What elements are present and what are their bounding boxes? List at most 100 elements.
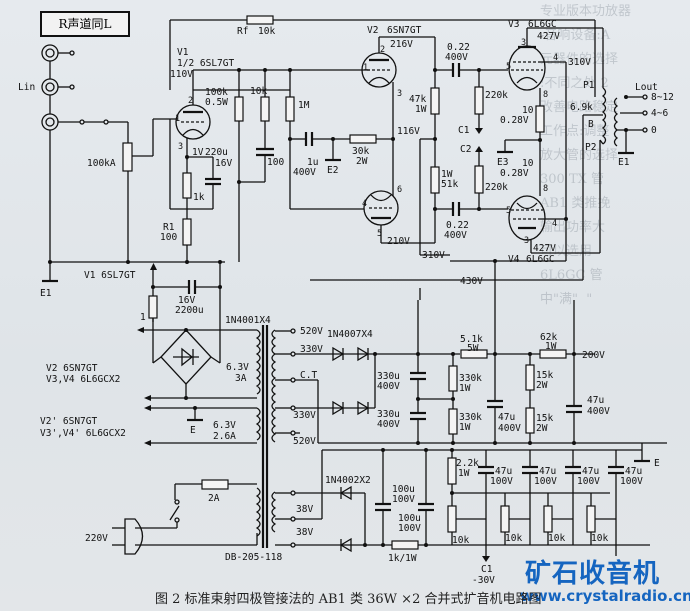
v2-cathode-voltage: 116V	[397, 126, 420, 137]
b-plus-310: 310V	[422, 250, 445, 261]
v3-pin-3: 3	[521, 38, 526, 48]
v3-pin-4: 4	[553, 53, 558, 63]
hv-cap1-voltage: 400V	[377, 381, 400, 392]
heater2-tubes-1: V2' 6SN7GT	[40, 416, 97, 427]
bias-pot-4[interactable]	[586, 505, 596, 533]
bias-pot-3-label: 10k	[548, 533, 565, 544]
v3-name: V3	[508, 19, 519, 30]
resistor-10k	[260, 96, 270, 122]
bias-pot-2[interactable]	[500, 505, 510, 533]
resistor-62k	[539, 349, 567, 359]
resistor-1k-1w	[391, 540, 419, 550]
b-label: B	[588, 119, 594, 130]
v4-plate-voltage: 427V	[533, 243, 556, 254]
tap-4-6: 4~6	[651, 108, 668, 119]
v2-type: 6SN7GT	[387, 25, 422, 36]
out-200v: 200V	[582, 350, 605, 361]
r-2k2-value: 2.2k	[456, 458, 479, 469]
tap-520v-1: 520V	[300, 326, 323, 337]
bias-tap-38v-2: 38V	[296, 527, 313, 538]
bias-cap1-value: 100u	[392, 484, 415, 495]
resistor-220k-top	[474, 86, 484, 115]
resistor-1-ohm	[148, 295, 158, 319]
bias-rectifier-label: 1N4002X2	[325, 475, 371, 486]
p1-label: P1	[583, 80, 595, 91]
ground-e2: E2	[327, 165, 338, 176]
r-30k-watt: 2W	[356, 156, 368, 167]
resistor-10-top	[535, 105, 545, 133]
heater2-tubes-2: V3',V4' 6L6GCX2	[40, 428, 126, 439]
watermark-url: www.crystalradio.cn	[520, 587, 690, 605]
r-330k-1-watt: 1W	[459, 383, 471, 394]
tube-v2-bottom	[290, 139, 435, 244]
bias-pot-2-label: 10k	[505, 533, 522, 544]
mains-plug	[112, 518, 144, 555]
ground-e: E	[654, 458, 660, 469]
figure-caption: 图 2 标准束射四极管接法的 AB1 类 36W ×2 合并式扩音机电路图	[155, 592, 542, 607]
resistor-2k2	[447, 457, 457, 485]
v1-name: V1	[177, 47, 189, 58]
tube-v2-top	[361, 36, 435, 139]
resistor-100k	[234, 96, 244, 122]
c2-label: C2	[460, 144, 471, 155]
volume-pot[interactable]	[122, 142, 133, 172]
c-100-label: 100	[267, 157, 284, 168]
heater-tube-v1: V1 6SL7GT	[84, 270, 136, 281]
resistor-15k-2	[525, 407, 535, 434]
r-15k-1-watt: 2W	[536, 380, 548, 391]
bridge-label: 1N4001X4	[225, 315, 271, 326]
bias-47u-2-voltage: 100V	[534, 476, 557, 487]
v3-pin-8: 8	[543, 90, 548, 100]
v1-pin-2: 2	[188, 96, 193, 106]
v3-plate-voltage: 427V	[537, 31, 560, 42]
c-220u-voltage: 16V	[215, 158, 232, 169]
rf-value: 10k	[258, 26, 275, 37]
hv-cap2-value: 330u	[377, 409, 400, 420]
bias-pot-1[interactable]	[447, 505, 457, 533]
v4-type: 6L6GC	[526, 254, 555, 265]
c-47u-2-value: 47u	[587, 395, 604, 406]
v1-pin-3: 3	[178, 142, 183, 152]
bias-47u-3-value: 47u	[582, 466, 599, 477]
power-transformer	[255, 325, 277, 548]
r-10-top-value: 10	[522, 105, 534, 116]
c-022-bot-value: 0.22	[446, 220, 469, 231]
v3-type: 6L6GC	[528, 19, 557, 30]
heater-ground-e: E	[190, 425, 196, 436]
r-330k-2-value: 330k	[459, 412, 482, 423]
c-022-top-voltage: 400V	[445, 52, 468, 63]
c-022-bot-voltage: 400V	[444, 230, 467, 241]
heater-cap-value: 2200u	[175, 305, 204, 316]
output-label: Lout	[635, 82, 658, 93]
input-jacks	[41, 44, 129, 262]
c-47u-1-voltage: 400V	[498, 423, 521, 434]
bias-pot-3[interactable]	[543, 505, 553, 533]
v3-cathode-voltage: 0.28V	[500, 115, 529, 126]
tap-520v-2: 520V	[293, 436, 316, 447]
hv-taps	[275, 328, 296, 436]
resistor-330k-2	[448, 408, 458, 435]
r-220k-top-label: 220k	[485, 90, 508, 101]
bias-pots	[447, 493, 616, 545]
bias-r-label: 1k/1W	[388, 553, 417, 564]
r-15k-1-value: 15k	[536, 370, 553, 381]
v1-type: 1/2 6SL7GT	[177, 58, 234, 69]
resistor-51k	[430, 166, 440, 194]
resistor-15k-1	[525, 364, 535, 391]
r-47k-watt: 1W	[415, 104, 427, 115]
tap-ct: C.T	[300, 370, 317, 381]
hv-cap1-value: 330u	[377, 371, 400, 382]
c-1u-value: 1u	[307, 157, 318, 168]
r-1m-label: 1M	[298, 100, 310, 111]
heater-cap-voltage: 16V	[178, 295, 195, 306]
r-2k2-watt: 1W	[458, 468, 470, 479]
fuse-label: 2A	[208, 493, 220, 504]
v4-cathode-voltage: 0.28V	[500, 168, 529, 179]
v2-pin-5: 5	[377, 229, 382, 239]
volume-pot-label: 100kA	[87, 158, 116, 169]
v4-pin-5: 5	[506, 206, 511, 216]
resistor-47k	[430, 87, 440, 115]
tap-0: 0	[651, 125, 657, 136]
